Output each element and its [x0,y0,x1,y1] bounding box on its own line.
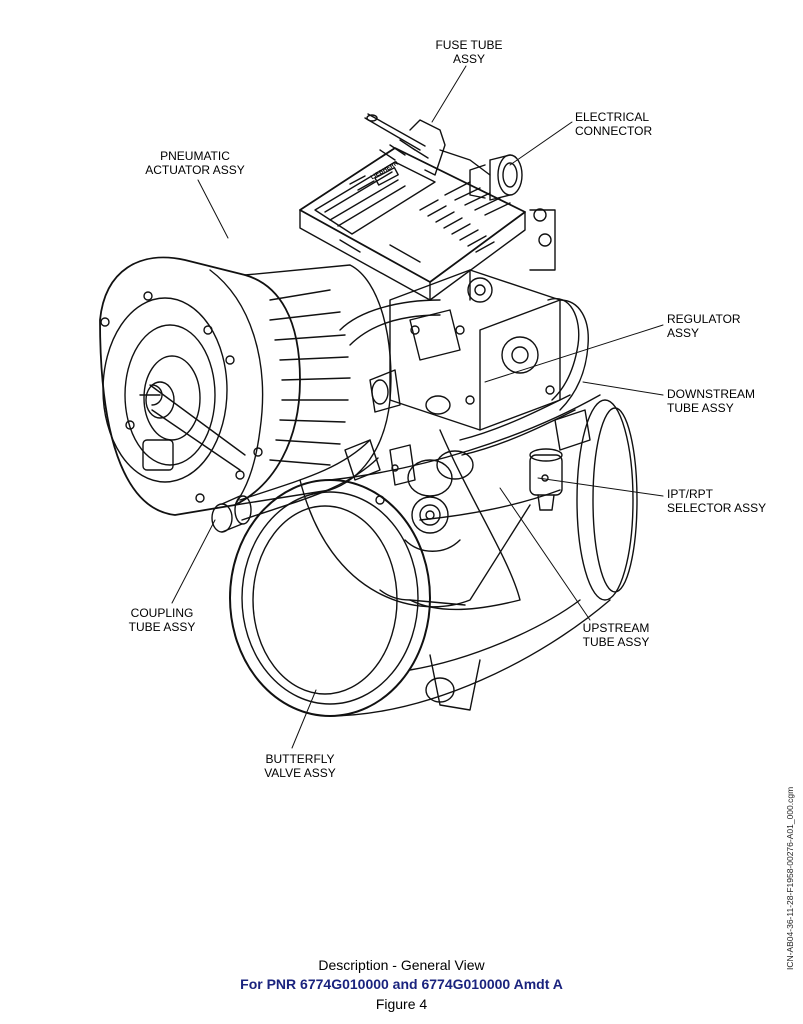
coupling-tube [211,439,379,533]
fuse-tube [364,113,491,176]
caption-title: Description - General View [318,957,485,973]
butterfly-valve-duct [229,394,638,717]
pneumatic-actuator [99,256,392,516]
nameplate-cover [299,139,526,301]
ipt-rpt-selector [529,409,591,511]
downstream-tube [339,297,589,411]
lower-fittings [299,439,531,608]
upstream-tube [379,394,576,611]
regulator-body [369,208,561,431]
electrical-connector [469,154,523,201]
caption-pnr: For PNR 6774G010000 and 6774G010000 Amdt… [240,976,563,992]
caption-figure-number: Figure 4 [375,996,428,1012]
leader-lines [171,65,664,749]
